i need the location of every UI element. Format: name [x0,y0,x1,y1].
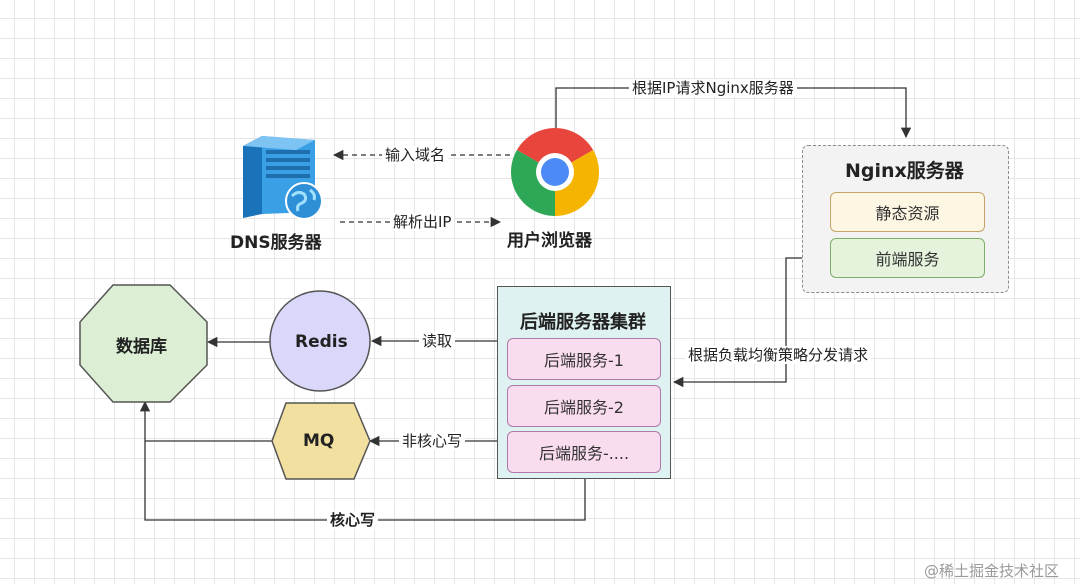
edge-label-read: 读取 [419,332,456,350]
mq-node[interactable] [271,402,371,480]
backend-service-more[interactable]: 后端服务-.... [507,431,661,473]
edge-label-resolve-ip: 解析出IP [390,213,455,231]
edge-label-core-write: 核心写 [327,511,379,529]
backend-cluster-title: 后端服务器集群 [520,312,646,333]
watermark: @稀土掘金技术社区 [924,562,1060,580]
nginx-title: Nginx服务器 [845,160,964,182]
browser-label: 用户浏览器 [507,231,592,251]
database-label: 数据库 [116,337,167,357]
mq-label: MQ [303,431,335,451]
edge-label-load-balance: 根据负载均衡策略分发请求 [685,346,872,364]
nginx-frontend-service[interactable]: 前端服务 [830,238,985,278]
edge-label-noncore-write: 非核心写 [399,432,466,450]
backend-service-1[interactable]: 后端服务-1 [507,338,661,380]
nginx-static-resources[interactable]: 静态资源 [830,192,985,232]
backend-service-2[interactable]: 后端服务-2 [507,385,661,427]
database-node[interactable] [79,284,208,403]
edge-label-input-domain: 输入域名 [382,146,449,164]
redis-node[interactable] [269,290,371,392]
redis-label: Redis [295,332,348,352]
dns-server-icon [243,136,323,220]
edge-label-request-nginx: 根据IP请求Nginx服务器 [629,79,797,97]
dns-server-label: DNS服务器 [230,233,322,253]
chrome-browser-icon [511,128,599,216]
